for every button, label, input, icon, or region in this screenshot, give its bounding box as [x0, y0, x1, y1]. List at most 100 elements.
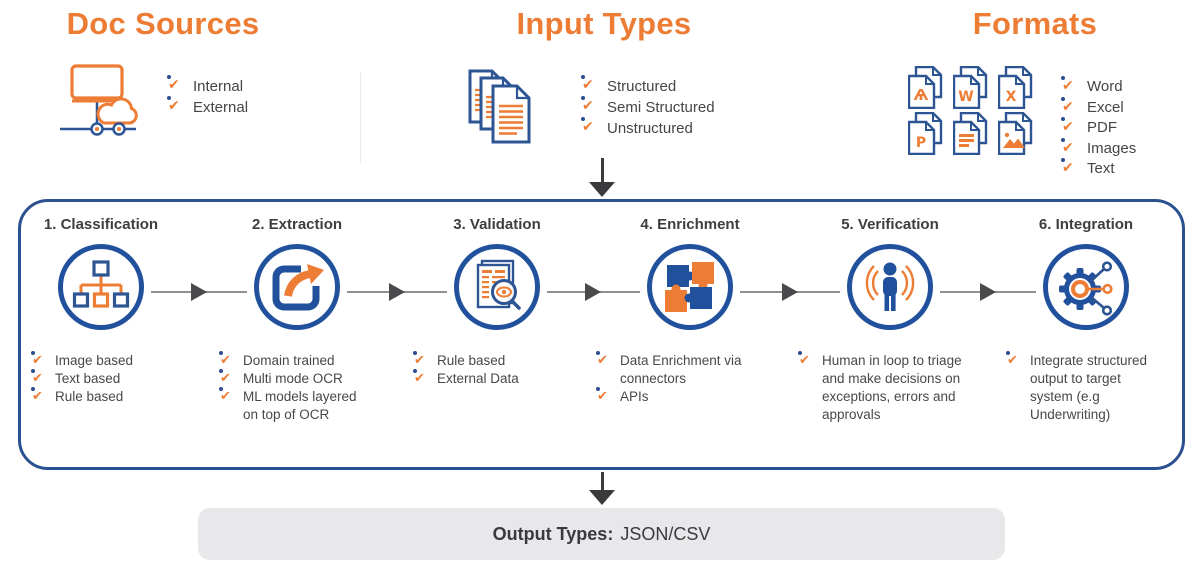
svg-text:X: X	[1006, 89, 1017, 105]
check-icon: ✔	[1061, 96, 1077, 117]
stage-verification: 5. Verification ✔Human in loop to triage…	[795, 216, 985, 424]
list-item: ✔Unstructured	[581, 117, 693, 137]
list-item: ✔Semi Structured	[581, 96, 715, 116]
stage-title: 4. Enrichment	[640, 216, 740, 233]
stage-list: ✔Integrate structured output to target s…	[991, 351, 1153, 424]
section-divider	[360, 72, 361, 164]
extraction-circle	[254, 244, 340, 330]
list-item: ✔Excel	[1061, 96, 1124, 117]
check-icon: ✔	[596, 351, 612, 369]
stage-title: 6. Integration	[1038, 216, 1134, 233]
check-icon: ✔	[219, 369, 235, 387]
stage-list: ✔Rule based ✔External Data	[402, 351, 564, 388]
stage-integration: 6. Integration	[991, 216, 1181, 424]
format-icons-grid: Ѧ W X P	[908, 66, 1038, 155]
stage-title: 5. Verification	[841, 216, 939, 233]
formats-title: Formats	[972, 6, 1098, 41]
puzzle-icon	[665, 262, 714, 312]
list-item: ✔Structured	[581, 75, 677, 95]
validation-circle	[454, 244, 540, 330]
stage-title: 2. Extraction	[251, 216, 343, 233]
list-item: ✔APIs	[596, 387, 649, 405]
gear-network-icon	[1059, 261, 1113, 316]
check-icon: ✔	[219, 351, 235, 369]
list-item: ✔Rule based	[31, 387, 124, 405]
stage-title: 3. Validation	[453, 216, 541, 233]
check-icon: ✔	[1061, 137, 1077, 158]
check-icon: ✔	[31, 351, 47, 369]
check-icon: ✔	[167, 75, 183, 95]
powerpoint-file-icon: P	[908, 112, 943, 155]
check-icon: ✔	[1061, 117, 1077, 137]
list-item: ✔Text	[1061, 158, 1115, 178]
stage-list: ✔Data Enrichment via connectors ✔APIs	[595, 351, 747, 406]
check-icon: ✔	[1061, 158, 1077, 178]
doc-sources-title: Doc Sources	[66, 6, 260, 41]
check-icon: ✔	[1061, 76, 1077, 96]
svg-text:Ѧ: Ѧ	[914, 86, 929, 104]
flow-arrow-icon	[389, 283, 405, 301]
classification-circle	[58, 244, 144, 330]
doc-sources-list: ✔Internal ✔External	[167, 75, 249, 118]
check-icon: ✔	[413, 351, 429, 369]
svg-text:W: W	[958, 89, 973, 105]
flow-arrow-icon	[980, 283, 996, 301]
pdf-file-icon: Ѧ	[908, 66, 943, 109]
check-icon: ✔	[31, 387, 47, 405]
pipeline-box	[18, 199, 1185, 470]
verification-circle	[847, 244, 933, 330]
svg-text:P: P	[916, 135, 926, 151]
output-value: JSON/CSV	[620, 523, 711, 544]
check-icon: ✔	[596, 387, 612, 405]
list-item: ✔Data Enrichment via connectors	[596, 351, 742, 386]
list-item: ✔External Data	[413, 369, 519, 387]
list-item: ✔ML models layered on top of OCR	[219, 387, 357, 422]
stage-list: ✔Domain trained ✔Multi mode OCR ✔ML mode…	[202, 351, 362, 424]
list-item: ✔Integrate structured output to target s…	[1006, 351, 1148, 422]
list-item: ✔Images	[1061, 137, 1137, 158]
export-arrow-icon	[272, 264, 324, 311]
output-label: Output Types:	[492, 523, 614, 544]
stage-title: 1. Classification	[43, 216, 159, 233]
enrichment-circle	[647, 244, 733, 330]
stage-extraction: 2. Extraction ✔Domain trained ✔Multi mod…	[202, 216, 392, 424]
list-item: ✔Word	[1061, 76, 1123, 96]
excel-file-icon: X	[998, 66, 1033, 109]
check-icon: ✔	[798, 351, 814, 369]
text-file-icon	[953, 112, 988, 155]
stage-list: ✔Image based ✔Text based ✔Rule based	[6, 351, 182, 406]
document-magnifier-icon	[476, 259, 521, 310]
list-item: ✔Rule based	[413, 351, 506, 369]
stage-classification: 1. Classification ✔Image based ✔Text bas…	[6, 216, 196, 406]
list-item: ✔Domain trained	[219, 351, 335, 369]
human-focus-icon	[865, 262, 915, 311]
check-icon: ✔	[581, 96, 597, 116]
check-icon: ✔	[31, 369, 47, 387]
input-types-title: Input Types	[516, 6, 692, 41]
check-icon: ✔	[167, 96, 183, 116]
flow-arrow-icon	[585, 283, 601, 301]
stage-list: ✔Human in loop to triage and make decisi…	[795, 351, 969, 424]
word-file-icon: W	[953, 66, 988, 109]
stacked-documents-icon	[468, 69, 531, 144]
input-types-list: ✔Structured ✔Semi Structured ✔Unstructur…	[581, 75, 715, 139]
check-icon: ✔	[413, 369, 429, 387]
list-item: ✔PDF	[1061, 117, 1117, 137]
list-item: ✔Multi mode OCR	[219, 369, 343, 387]
check-icon: ✔	[581, 117, 597, 137]
list-item: ✔Image based	[31, 351, 134, 369]
flow-arrow-icon	[782, 283, 798, 301]
stage-enrichment: 4. Enrichment ✔Data Enrichment via conne…	[595, 216, 785, 406]
formats-list: ✔Word ✔Excel ✔PDF ✔Images ✔Text	[1061, 76, 1137, 180]
list-item: ✔Internal	[167, 75, 244, 95]
network-cloud-icon	[60, 64, 138, 136]
integration-circle	[1043, 244, 1129, 330]
list-item: ✔Text based	[31, 369, 121, 387]
image-file-icon	[998, 112, 1033, 155]
check-icon: ✔	[581, 75, 597, 95]
flow-arrow-icon	[191, 283, 207, 301]
list-item: ✔External	[167, 96, 249, 116]
stage-validation: 3. Validation ✔Rule based	[402, 216, 592, 388]
check-icon: ✔	[219, 387, 235, 405]
